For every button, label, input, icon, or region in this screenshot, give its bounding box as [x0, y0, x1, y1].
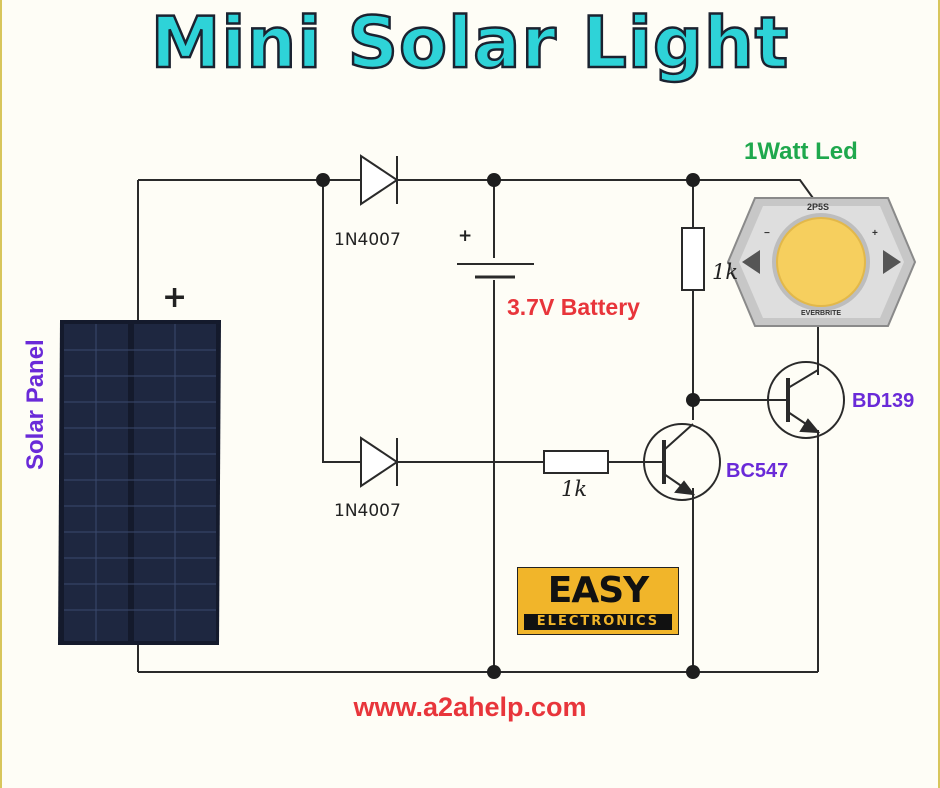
diode-bottom	[360, 436, 399, 488]
junction-dot	[686, 173, 700, 187]
led-label: 1Watt Led	[744, 138, 858, 165]
website-url: www.a2ahelp.com	[353, 692, 587, 722]
junction-dot	[316, 173, 330, 187]
resistor-top	[681, 227, 705, 291]
diode-top-label: 1N4007	[334, 230, 401, 250]
led-brand-marking: EVERBRITE	[801, 310, 842, 317]
easy-electronics-logo: EASY ELECTRONICS	[517, 567, 679, 635]
led-minus-marking: −	[764, 228, 770, 239]
led-marking: 2P5S	[807, 202, 830, 212]
junction-dot	[686, 393, 700, 407]
resistor-bottom	[543, 450, 609, 474]
diode-top	[360, 154, 399, 206]
wires	[137, 179, 819, 673]
resistor-bottom-label: 1k	[561, 477, 588, 501]
diode-bottom-label: 1N4007	[334, 501, 401, 521]
battery-label: 3.7V Battery	[507, 294, 640, 320]
junction-dots	[316, 173, 700, 679]
led-module-image	[726, 197, 917, 327]
logo-top-text: EASY	[547, 570, 649, 611]
bc547-label: BC547	[726, 460, 789, 482]
page-title: Mini Solar Light	[150, 1, 790, 86]
transistor-bd139	[767, 361, 845, 439]
battery-plus-label: +	[458, 226, 473, 246]
junction-dot	[487, 173, 501, 187]
solar-plus-label: +	[162, 280, 188, 315]
solar-panel-label: Solar Panel	[22, 339, 49, 470]
transistor-bc547	[642, 423, 721, 501]
junction-dot	[487, 665, 501, 679]
resistor-top-label: 1k	[712, 260, 739, 284]
junction-dot	[686, 665, 700, 679]
solar-panel-image	[58, 320, 221, 645]
logo-bottom-text: ELECTRONICS	[524, 614, 672, 630]
battery-symbol	[457, 263, 534, 279]
bd139-label: BD139	[852, 390, 915, 412]
led-plus-marking: +	[872, 228, 878, 239]
